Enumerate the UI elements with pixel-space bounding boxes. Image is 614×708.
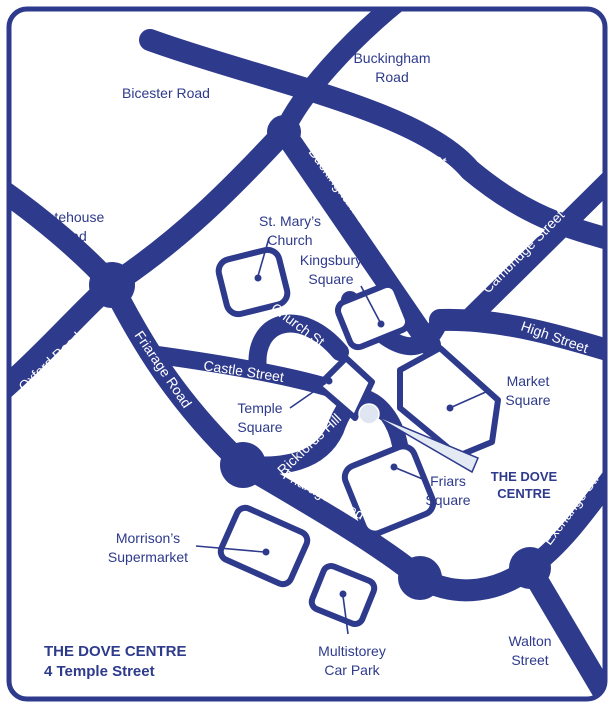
label-car-park-1: Multistorey bbox=[318, 643, 386, 659]
place-labels: St. Mary’s Church Kingsbury Square Marke… bbox=[108, 213, 551, 678]
road-church-street bbox=[248, 314, 349, 379]
road-walton-street bbox=[519, 557, 605, 699]
block-friars-square bbox=[341, 443, 437, 537]
map-frame bbox=[6, 6, 608, 702]
block-morrisons bbox=[217, 504, 311, 588]
label-dove-centre-2: CENTRE bbox=[497, 486, 551, 501]
label-st-marys-1: St. Mary’s bbox=[259, 213, 321, 229]
roundabout-southwest bbox=[220, 442, 266, 488]
label-morrisons-2: Supermarket bbox=[108, 549, 188, 565]
block-st-marys-church bbox=[215, 246, 291, 318]
label-gatehouse-road-2: Road bbox=[53, 228, 86, 244]
block-kingsbury-square bbox=[334, 281, 412, 351]
label-kingsbury-1: Kingsbury bbox=[300, 252, 362, 268]
area-labels: Bicester Road Buckingham Road Gatehouse … bbox=[36, 50, 552, 668]
roundabout-southeast bbox=[509, 547, 551, 589]
leader-lines bbox=[195, 237, 489, 635]
block-temple-square bbox=[315, 355, 375, 421]
label-gatehouse-road-1: Gatehouse bbox=[36, 209, 105, 225]
roundabout-north bbox=[267, 115, 301, 149]
road-cambridge-street bbox=[460, 140, 605, 328]
address-line: 4 Temple Street bbox=[44, 663, 155, 680]
label-walton-street-1: Walton bbox=[508, 633, 551, 649]
label-temple-2: Square bbox=[237, 419, 282, 435]
location-pin-icon[interactable] bbox=[358, 403, 380, 425]
block-market-square bbox=[397, 345, 501, 459]
address-title: THE DOVE CENTRE bbox=[44, 643, 187, 660]
label-dove-centre-1: THE DOVE bbox=[491, 469, 558, 484]
label-temple-1: Temple bbox=[237, 400, 282, 416]
label-buckingham-road-1: Buckingham bbox=[353, 50, 430, 66]
label-friars-1: Friars bbox=[430, 473, 466, 489]
label-market-1: Market bbox=[507, 373, 550, 389]
roundabouts bbox=[89, 115, 551, 600]
road-high-street bbox=[429, 308, 605, 371]
dove-centre-callout bbox=[371, 413, 479, 474]
building-blocks bbox=[215, 246, 501, 628]
label-buckingham-road-2: Road bbox=[375, 69, 408, 85]
label-friars-2: Square bbox=[425, 492, 470, 508]
label-morrisons-1: Morrison’s bbox=[116, 530, 180, 546]
label-kingsbury-2: Square bbox=[308, 271, 353, 287]
label-walton-street-2: Street bbox=[511, 652, 548, 668]
label-market-2: Square bbox=[505, 392, 550, 408]
label-bicester-road: Bicester Road bbox=[122, 85, 210, 101]
label-car-park-2: Car Park bbox=[324, 662, 380, 678]
label-st-marys-2: Church bbox=[267, 232, 312, 248]
roundabout-south bbox=[398, 556, 442, 600]
roundabout-west bbox=[89, 262, 135, 308]
